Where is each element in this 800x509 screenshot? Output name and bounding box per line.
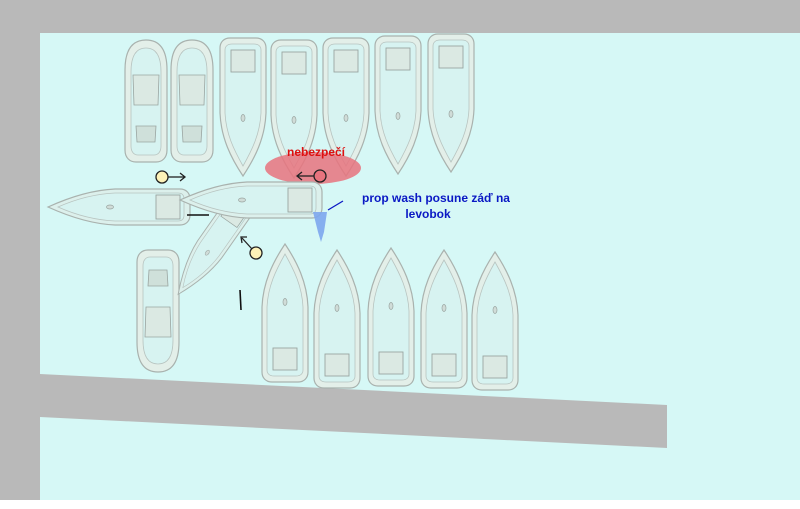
pier-top <box>0 0 800 33</box>
tick-mark <box>239 289 242 311</box>
prop-wash-label-line2: levobok <box>405 207 451 221</box>
prop-wash-label-line1: prop wash posune záď na <box>362 191 510 205</box>
yacht-bottom-1 <box>136 249 180 373</box>
pier-left <box>0 0 40 504</box>
circle-with-arrow-icon <box>155 170 169 184</box>
yacht-top-2 <box>170 39 214 163</box>
pier-center <box>40 374 667 448</box>
force-indicator-3 <box>240 236 263 260</box>
circle-with-arrow-icon <box>313 169 327 183</box>
yacht-top-1 <box>124 39 168 163</box>
force-indicator-1 <box>155 170 187 184</box>
danger-zone <box>265 152 361 184</box>
circle-with-arrow-icon <box>249 246 263 260</box>
prop-wash-arrow <box>313 200 344 242</box>
danger-label: nebezpečí <box>287 145 346 159</box>
force-indicator-2 <box>295 169 327 183</box>
